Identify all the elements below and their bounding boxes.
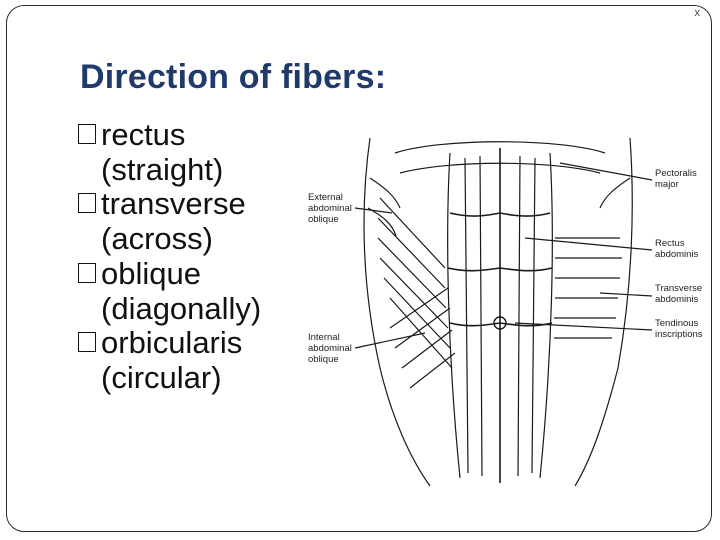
label-internal-oblique: oblique — [308, 354, 339, 365]
slide-title: Direction of fibers: — [80, 58, 387, 96]
label-transverse-abdominis: Transverse — [655, 283, 702, 294]
bullet-meaning: (across) — [101, 221, 213, 257]
bullet-meaning: (straight) — [101, 151, 224, 187]
abdominal-muscles-illustration: Pectoralis major External abdominal obli… — [308, 137, 703, 487]
bullet-box-icon — [78, 193, 96, 214]
bullet-item-rectus: rectus — [78, 117, 308, 153]
corner-mark: x — [694, 7, 701, 19]
bullet-box-icon — [78, 262, 96, 283]
label-external-oblique: External — [308, 192, 343, 203]
label-external-oblique: abdominal — [308, 203, 352, 214]
label-pectoralis-major: Pectoralis — [655, 168, 697, 179]
label-internal-oblique: abdominal — [308, 343, 352, 354]
bullet-term: transverse — [101, 186, 246, 222]
label-external-oblique: oblique — [308, 214, 339, 225]
label-internal-oblique: Internal — [308, 332, 340, 343]
label-transverse-abdominis: abdominis — [655, 294, 699, 305]
bullet-item-orbicularis: orbicularis — [78, 325, 308, 361]
label-tendinous-inscriptions: inscriptions — [655, 329, 703, 340]
bullet-term: rectus — [101, 117, 186, 152]
label-tendinous-inscriptions: Tendinous — [655, 318, 699, 329]
bullet-item-transverse: transverse — [78, 187, 308, 222]
bullet-box-icon — [78, 332, 96, 353]
bullet-term: oblique — [101, 255, 201, 291]
bullet-item-oblique: oblique — [78, 255, 308, 292]
bullet-box-icon — [78, 124, 96, 144]
label-rectus-abdominis: abdominis — [655, 249, 699, 260]
bullet-list: rectus (straight) transverse (across) ob… — [78, 117, 308, 396]
bullet-meaning: (diagonally) — [101, 290, 262, 326]
bullet-term: orbicularis — [101, 325, 243, 361]
label-pectoralis-major: major — [655, 179, 679, 190]
label-rectus-abdominis: Rectus — [655, 238, 685, 249]
bullet-meaning: (circular) — [101, 360, 222, 396]
